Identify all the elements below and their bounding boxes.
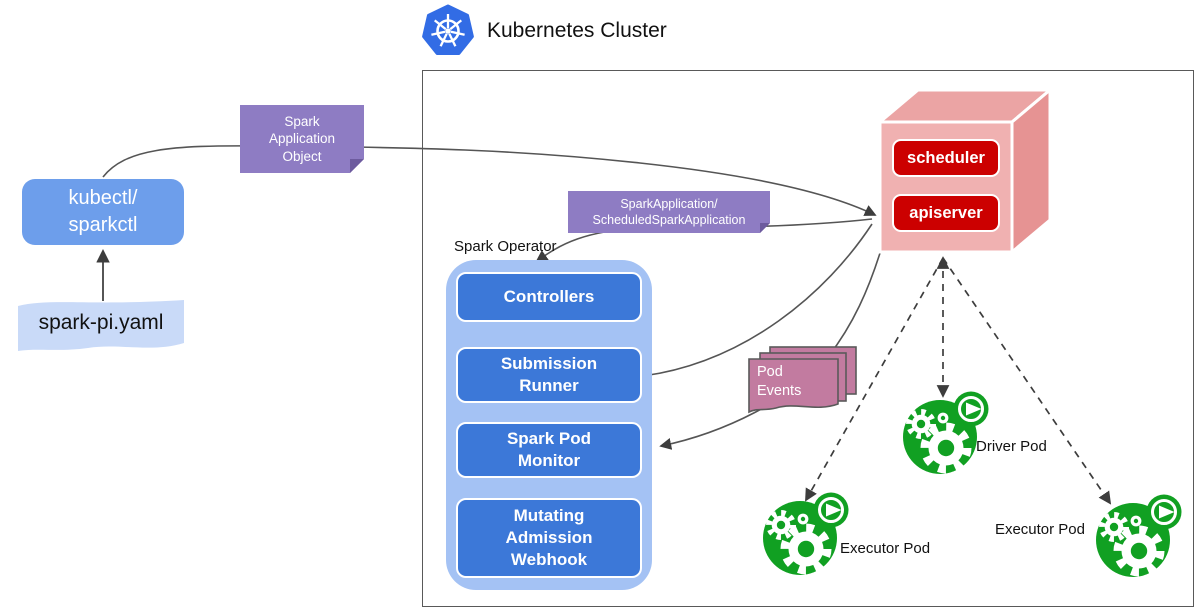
sparkapplication-crd-note: SparkApplication/ ScheduledSparkApplicat… — [568, 191, 770, 233]
spark-pod-monitor-node: Spark Pod Monitor — [456, 422, 642, 478]
mutating-admission-webhook-node: Mutating Admission Webhook — [456, 498, 642, 578]
line-submission-runner-to-apiserver — [642, 223, 873, 377]
driver-pod-label: Driver Pod — [976, 438, 1047, 455]
executor-pod-right-label: Executor Pod — [994, 521, 1085, 538]
controllers-node: Controllers — [456, 272, 642, 322]
yaml-document-shape — [18, 300, 184, 351]
pod-events-label: Pod Events — [757, 364, 802, 400]
arrow-kubectl-to-apiserver — [102, 145, 877, 216]
scheduler-node: scheduler — [892, 139, 1000, 177]
spark-application-object-note: Spark Application Object — [240, 105, 364, 173]
spark-operator-label: Spark Operator — [454, 238, 557, 255]
note-fold-corner — [760, 223, 770, 233]
driver-pod-icon — [903, 392, 989, 475]
executor-pod-left-label: Executor Pod — [840, 540, 931, 557]
kubectl-sparkctl-node: kubectl/ sparkctl — [22, 179, 184, 245]
arrow-apiserver-to-pod-monitor — [659, 239, 885, 450]
cluster-boundary — [422, 70, 1194, 607]
spark-pi-yaml-label: spark-pi.yaml — [38, 311, 164, 334]
kubernetes-logo-icon — [422, 4, 474, 55]
executor-pod-left-icon — [763, 493, 849, 576]
dashed-arrow-cube-to-executor-right — [942, 257, 1112, 505]
apiserver-node: apiserver — [892, 194, 1000, 232]
cluster-title: Kubernetes Cluster — [487, 19, 667, 42]
executor-pod-right-icon — [1096, 495, 1182, 578]
submission-runner-node: Submission Runner — [456, 347, 642, 403]
pod-events-cards — [748, 346, 857, 414]
